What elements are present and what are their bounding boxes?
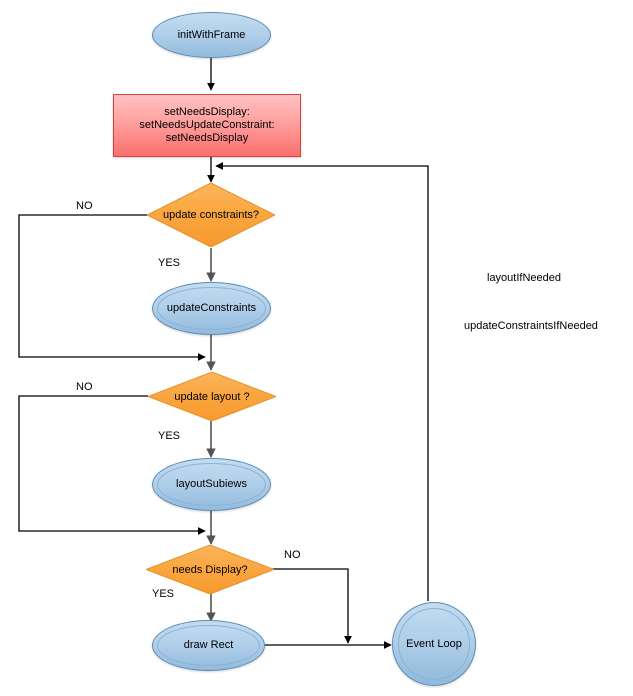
node-label-draw-rect: draw Rect: [183, 639, 234, 651]
node-layout-subviews[interactable]: layoutSubiews: [152, 458, 271, 511]
diamond-shape-icon: [148, 372, 276, 421]
edge-updateconstraints-no: [18, 214, 206, 361]
edge-updatelayout-no: [18, 395, 206, 535]
edge-label-no-update-constraints: NO: [76, 200, 93, 212]
edge-label-yes-update-constraints: YES: [158, 257, 181, 269]
node-label-update-layout-decision: update layout ?: [174, 390, 250, 403]
node-needs-display-decision[interactable]: needs Display?: [146, 545, 274, 594]
edge-label-no-update-layout: NO: [76, 381, 93, 393]
annotation-layout-if-needed: layoutIfNeeded: [487, 272, 561, 284]
diamond-shape-icon: [146, 545, 274, 594]
node-label-event-loop: Event Loop: [406, 637, 462, 650]
node-init-with-frame[interactable]: initWithFrame: [152, 12, 271, 58]
node-update-constraints-decision[interactable]: update constraints?: [147, 183, 275, 247]
node-label-init-with-frame: initWithFrame: [177, 28, 246, 41]
node-label-needs-display-decision: needs Display?: [172, 563, 248, 576]
node-label-set-needs-line1: setNeedsDisplay:: [164, 106, 250, 118]
node-draw-rect[interactable]: draw Rect: [152, 620, 265, 671]
node-update-layout-decision[interactable]: update layout ?: [148, 372, 276, 421]
node-event-loop[interactable]: Event Loop: [392, 602, 476, 686]
annotation-update-constraints-if-needed: updateConstraintsIfNeeded: [464, 320, 598, 332]
node-label-set-needs-line2: setNeedsUpdateConstraint:: [139, 119, 275, 131]
edge-label-yes-needs-display: YES: [152, 588, 175, 600]
node-label-update-constraints-decision: update constraints?: [162, 209, 260, 221]
node-label-update-constraints: updateConstraints: [166, 302, 257, 314]
edge-label-yes-update-layout: YES: [158, 430, 181, 442]
node-update-constraints[interactable]: updateConstraints: [152, 282, 271, 335]
edge-eventloop-feedback: [215, 162, 429, 601]
edge-needsdisplay-no: [272, 568, 352, 644]
node-label-layout-subviews: layoutSubiews: [176, 478, 247, 490]
diamond-shape-icon: [147, 183, 275, 247]
edge-label-no-needs-display: NO: [284, 549, 301, 561]
node-label-set-needs-line3: setNeedsDisplay: [165, 132, 249, 144]
node-set-needs-display-box[interactable]: setNeedsDisplay: setNeedsUpdateConstrain…: [113, 94, 301, 157]
